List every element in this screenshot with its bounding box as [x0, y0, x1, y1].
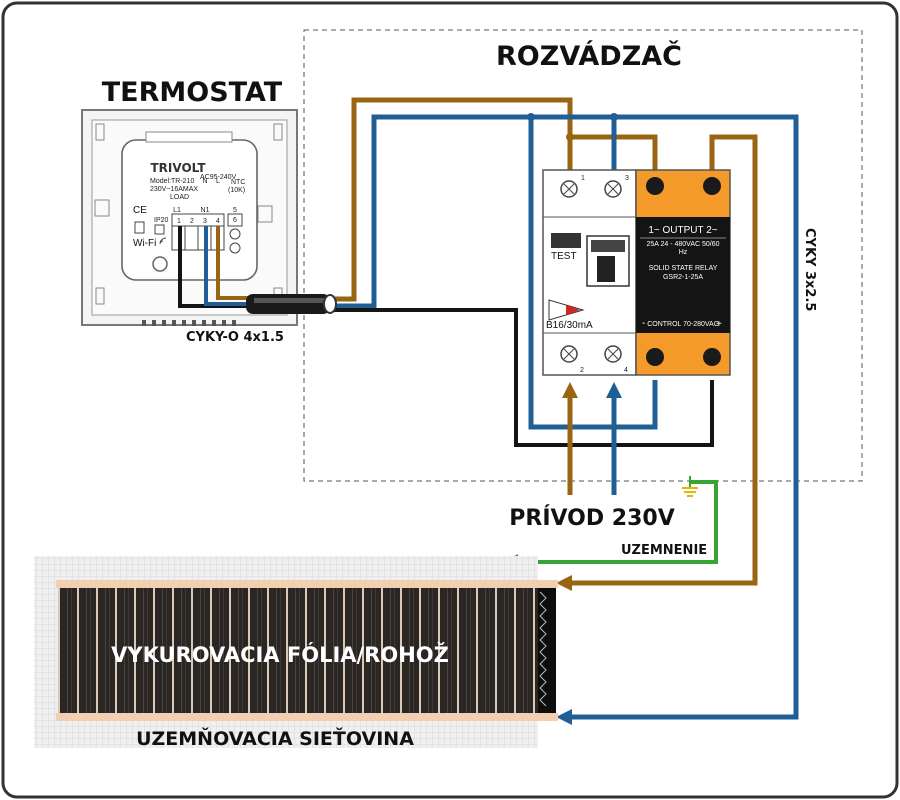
thermostat-title: TERMOSTAT — [102, 77, 283, 108]
solid-state-relay: 1~ OUTPUT 2~ 25A 24 - 480VAC 50/60 Hz SO… — [635, 169, 731, 376]
cabinet-title: ROZVÁDZAČ — [496, 40, 682, 72]
wire-brown-output — [568, 134, 758, 586]
terminal-number: 6 — [233, 217, 237, 224]
mesh-label: UZEMŇOVACIA SIEŤOVINA — [136, 726, 414, 750]
relay-screw — [646, 177, 664, 195]
wire-blue-main — [531, 114, 799, 720]
wire-black-control — [330, 308, 714, 447]
wire-blue-top — [330, 114, 531, 309]
relay-control: CONTROL 70-280VAC — [647, 321, 719, 328]
arrow-supply-brown — [562, 382, 578, 398]
thermostat-ac-label: AC95-240V — [200, 174, 237, 181]
thermostat-model: Model:TR-210 — [150, 178, 194, 185]
thermostat-cable — [246, 294, 337, 314]
relay-minus: - — [642, 318, 645, 329]
terminal-tag: N — [202, 178, 207, 185]
wire-blue-breaker — [528, 117, 658, 430]
wires — [178, 97, 799, 720]
relay-screw — [703, 348, 721, 366]
arrow-film-blue — [556, 709, 572, 725]
wire-brown-bridge — [570, 134, 658, 170]
heating-film: VYKUROVACIA FÓLIA/ROHOŽ — [34, 556, 558, 748]
relay-hz: Hz — [679, 249, 688, 256]
breaker-terminal: 2 — [580, 367, 584, 374]
film-strips — [58, 588, 538, 713]
main-cable-label: CYKY 3x2.5 — [802, 228, 817, 311]
rcbo-breaker: 1 3 TEST B16/30mA 2 4 — [542, 169, 637, 376]
thermostat-ntc-label: NTC — [231, 179, 245, 186]
relay-name: SOLID STATE RELAY — [649, 265, 718, 272]
thermostat-vents — [142, 320, 236, 326]
thermostat-ce: CE — [133, 205, 147, 216]
terminal-number: 5 — [233, 207, 237, 214]
thermostat-ntc-value: (10K) — [228, 187, 245, 194]
test-button — [551, 233, 581, 248]
thermostat-brand: TRIVOLT — [150, 161, 206, 175]
relay-model: GSR2-1-25A — [663, 274, 703, 281]
terminal-tag: L — [216, 178, 220, 185]
thermostat: TRIVOLT Model:TR-210 230V~16AMAX LOAD AC… — [81, 109, 298, 326]
thermostat-load: LOAD — [170, 194, 189, 201]
square-icon — [154, 224, 165, 235]
junction-dot — [527, 113, 535, 121]
wire-blue-thermo — [204, 226, 262, 306]
terminal-number: 2 — [190, 218, 194, 225]
ntc-screw — [229, 228, 241, 240]
relay-spec: 25A 24 - 480VAC 50/60 — [646, 241, 719, 248]
thermostat-ip: IP20 — [154, 217, 169, 224]
relay-plus: + — [716, 319, 722, 330]
terminal-tag: N1 — [201, 207, 210, 214]
arrow-supply-blue — [606, 382, 622, 398]
relay-output-label: 1~ OUTPUT 2~ — [648, 225, 717, 236]
arrow-film-brown — [556, 575, 572, 591]
film-label: VYKUROVACIA FÓLIA/ROHOŽ — [111, 642, 449, 667]
relay-screw — [703, 177, 721, 195]
junction-dot — [566, 133, 574, 141]
relay-screw — [646, 348, 664, 366]
breaker-terminal: 3 — [625, 175, 629, 182]
terminal-numbers: 1 2 3 4 — [177, 218, 220, 225]
junction-dot — [610, 113, 618, 121]
terminal-number: 4 — [216, 218, 220, 225]
cabinet-outline — [303, 29, 863, 482]
thermostat-rating: 230V~16AMAX — [150, 186, 198, 193]
trash-icon — [134, 221, 145, 234]
ntc-screw — [229, 242, 241, 254]
wire-brown-top — [330, 97, 573, 302]
breaker-test-label: TEST — [551, 251, 577, 262]
wifi-icon — [159, 237, 167, 245]
terminal-number: 3 — [203, 218, 207, 225]
breaker-terminal: 1 — [581, 175, 585, 182]
thermostat-wifi: Wi-Fi — [133, 238, 156, 249]
thermo-cable-label: CYKY-O 4x1.5 — [186, 330, 284, 345]
ground-label: UZEMNENIE — [621, 543, 707, 558]
ground-icon — [682, 476, 698, 497]
supply-label: PRÍVOD 230V — [509, 505, 674, 531]
terminal-tag: L1 — [173, 207, 181, 214]
breaker-terminal: 4 — [624, 367, 628, 374]
breaker-rating: B16/30mA — [546, 320, 593, 331]
terminal-number: 1 — [177, 218, 181, 225]
thermostat-dial — [152, 256, 168, 272]
wire-ground — [515, 480, 718, 564]
